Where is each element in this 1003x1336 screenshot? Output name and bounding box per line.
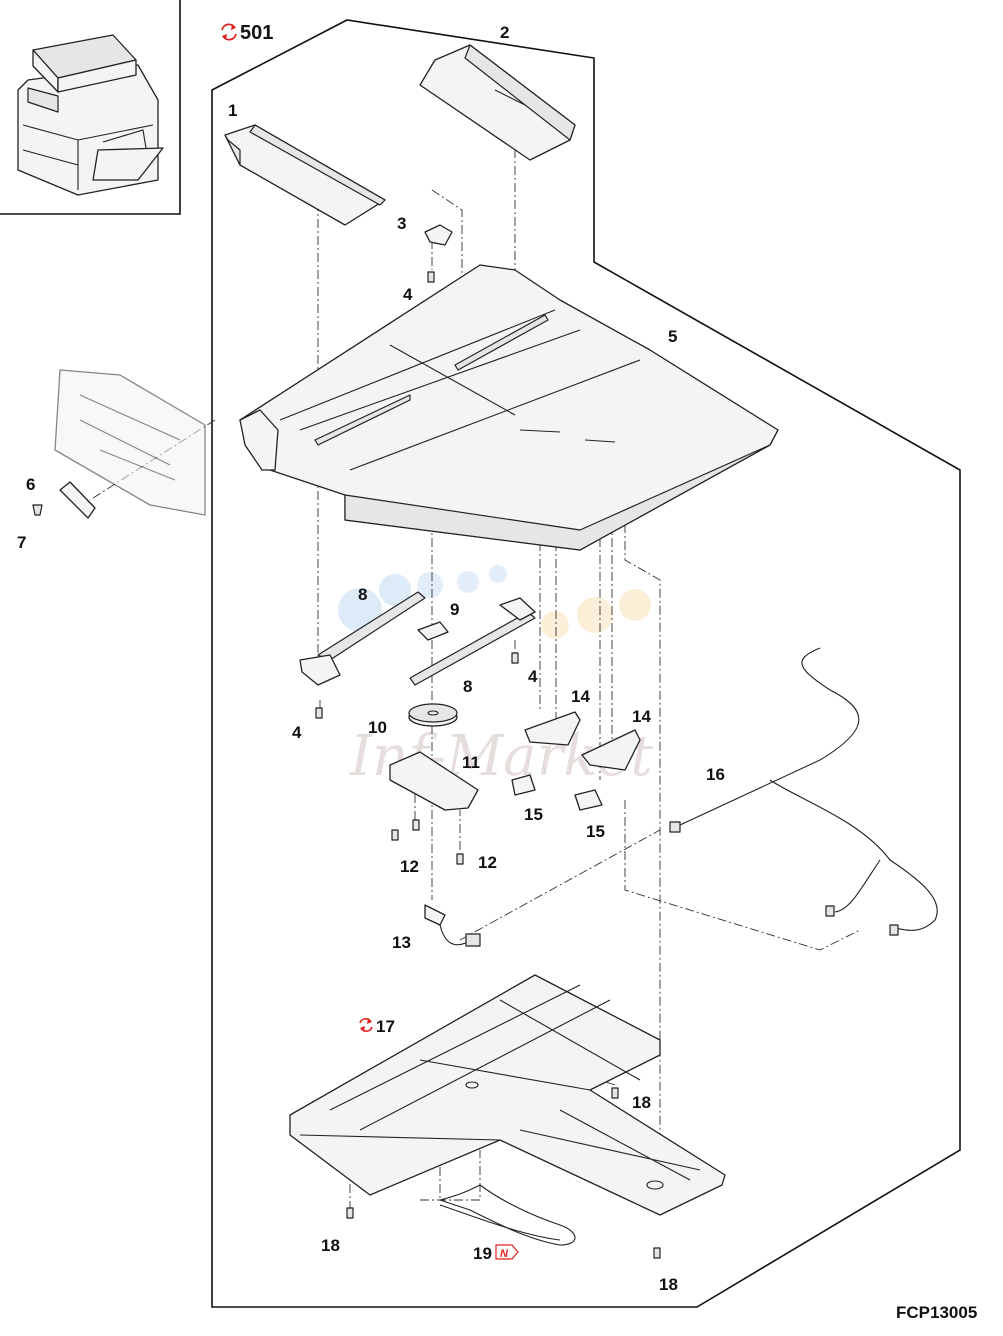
label-part-17: 17 [376,1017,395,1036]
label-part-12-a: 12 [400,857,419,876]
part-10-gear [408,703,458,727]
figure-code: FCP13005 [896,1303,977,1322]
part-8-rack-left [299,591,426,686]
label-part-14-right: 14 [632,707,651,726]
label-part-10: 10 [368,718,387,737]
label-part-4-top: 4 [403,285,413,304]
label-part-4-left: 4 [292,723,302,742]
label-part-13: 13 [392,933,411,952]
label-part-18-b: 18 [632,1093,651,1112]
label-part-19: 19 [473,1244,492,1263]
label-part-8-left: 8 [358,585,367,604]
label-part-12-b: 12 [478,853,497,872]
part-9-clip [417,621,449,641]
label-part-18-c: 18 [659,1275,678,1294]
screw-12-c [456,853,464,865]
label-part-9: 9 [450,600,459,619]
assembly-frame [211,19,961,1308]
label-part-7: 7 [17,533,26,552]
watermark: Inf-Market [338,565,653,789]
part-1-guide [224,124,386,226]
screw-18-c [653,1247,661,1259]
label-part-14-left: 14 [571,687,590,706]
part-3-bracket [424,224,453,246]
inset-printer-thumbnail [0,0,181,215]
part-2-guide [419,44,576,161]
part-19-cable [438,1184,576,1246]
assembly-number: 501 [240,22,273,44]
rotate-arrows-icon [221,23,237,41]
part-14-lever-right [581,729,641,771]
label-part-8-right: 8 [463,677,472,696]
part-labels: 2 1 3 4 5 6 7 8 9 8 4 4 10 11 14 14 15 1… [17,23,725,1294]
part-11-base [389,751,479,811]
new-part-marker-icon: N [495,1244,519,1260]
label-part-18-a: 18 [321,1236,340,1255]
label-part-1: 1 [228,101,237,120]
screw-4-top [427,271,435,283]
screw-4-left [315,707,323,719]
label-part-5: 5 [668,327,677,346]
label-part-2: 2 [500,23,509,42]
label-part-15-left: 15 [524,805,543,824]
part-5-tray [239,264,779,551]
part-7-screw [32,504,43,516]
part-16-harness [669,647,938,936]
part-15-sensor-right [574,789,603,811]
screw-4-mid [511,652,519,664]
label-part-4-mid: 4 [528,667,538,686]
label-part-15-right: 15 [586,822,605,841]
screw-12-a [391,829,399,841]
label-part-11: 11 [462,753,480,772]
svg-text:N: N [500,1248,509,1260]
label-part-3: 3 [397,214,406,233]
part-15-sensor-left [511,774,536,796]
screw-18-a [346,1207,354,1219]
part-6-lever [59,481,96,519]
label-part-6: 6 [26,475,35,494]
part-14-lever-left [524,711,581,746]
screw-12-b [412,819,420,831]
label-part-16: 16 [706,765,725,784]
rotate-arrows-icon [359,1018,373,1032]
side-frame-plate [54,369,206,516]
part-8-rack-right [409,597,536,686]
part-13-sensor [424,904,481,947]
screw-18-b [611,1087,619,1099]
part-17-lower-tray [289,974,726,1216]
